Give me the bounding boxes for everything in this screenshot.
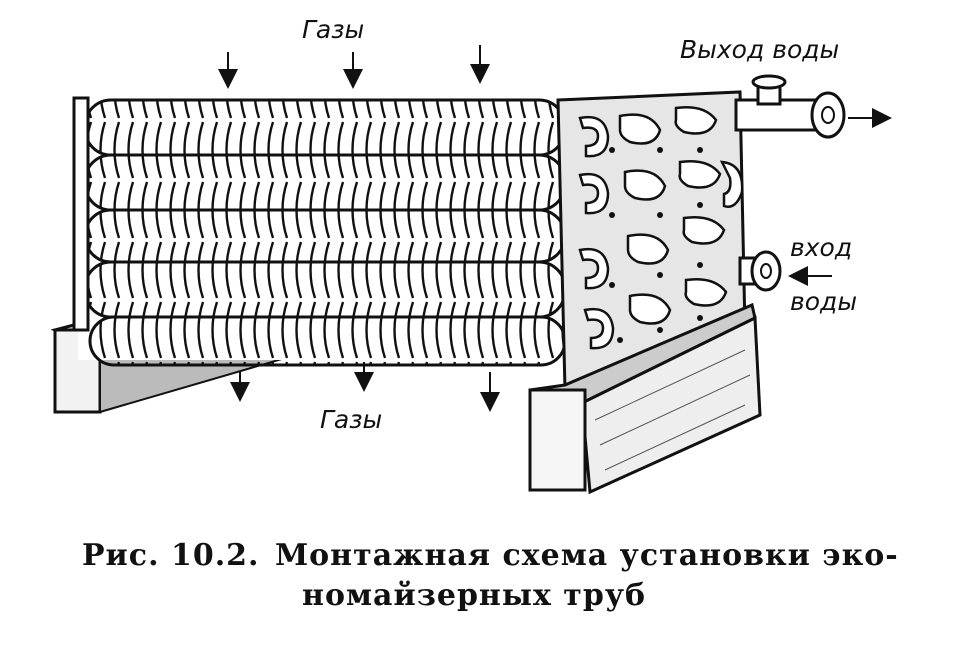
caption-text-2: номайзерных труб [302,578,647,613]
water-inlet-pipe [738,250,832,292]
label-water-out: Выход воды [680,35,839,64]
figure-caption-line2: номайзерных труб [302,578,646,613]
water-outlet-pipe [734,74,892,139]
gas-inflow-arrows [218,45,490,89]
gas-outflow-arrows [230,362,500,412]
pipe-row-5 [88,315,567,367]
caption-prefix: Рис. [82,538,160,573]
pipe-row-3 [83,208,567,264]
label-water-in-2: воды [790,287,857,316]
pipe-row-4 [83,260,567,319]
caption-text-1: Монтажная схема установки эко- [274,538,899,573]
right-support-block [528,302,762,495]
figure-caption-line1: Рис. 10.2. Монтажная схема установки эко… [82,538,899,573]
left-frame-plate [72,96,90,332]
caption-number: 10.2. [170,538,260,573]
label-gases-bottom: Газы [320,405,382,434]
pipe-row-2 [83,153,567,212]
label-gases-top: Газы [302,15,364,44]
label-water-in-1: вход [790,233,852,262]
finned-pipes [72,96,568,367]
bend-header [556,90,747,393]
pipe-row-1 [83,98,567,157]
